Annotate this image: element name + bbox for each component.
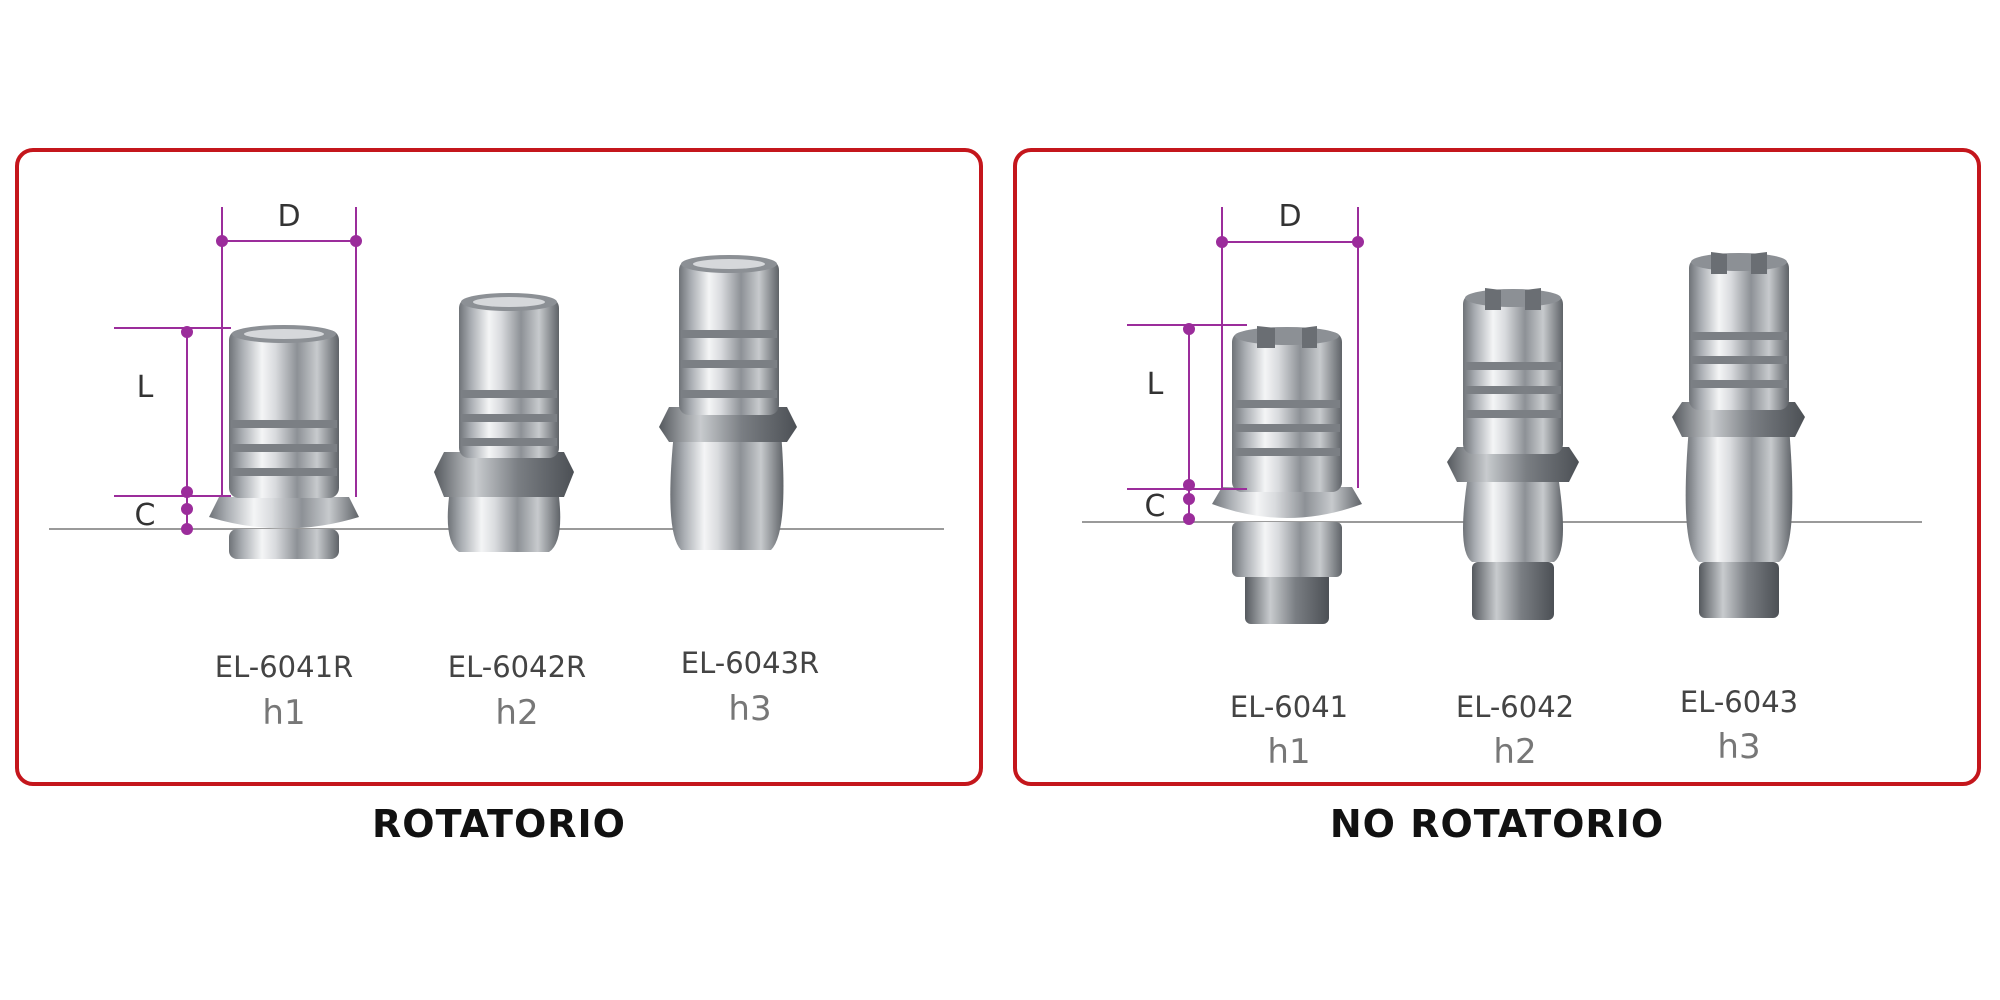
no-rotatorio-panel: D L C EL-6041 h1 EL-6042 h2 EL-6043 h3 <box>1013 148 1981 786</box>
dimension-c-label: C <box>135 498 156 533</box>
rotatorio-panel: D L C EL-6041R h1 EL-6042R h2 EL-6043R h… <box>15 148 983 786</box>
height-label-2: h2 <box>495 693 538 733</box>
height-label-3: h3 <box>728 689 771 729</box>
no-rotatorio-diagram: D L C EL-6041 h1 EL-6042 h2 EL-6043 h3 <box>1082 199 1922 772</box>
dimension-l-label: L <box>137 370 154 405</box>
dimension-lines <box>114 207 362 535</box>
height-label-1: h1 <box>262 693 305 733</box>
caption-rotatorio: ROTATORIO <box>372 802 626 846</box>
rotatorio-diagram: D L C EL-6041R h1 EL-6042R h2 EL-6043R h… <box>49 199 944 733</box>
caption-no-rotatorio: NO ROTATORIO <box>1329 802 1665 846</box>
abutment-el-6043 <box>1672 252 1805 618</box>
height-label-3: h3 <box>1717 727 1760 767</box>
product-code-3: EL-6043R <box>681 646 819 680</box>
dimension-lines <box>1127 207 1364 525</box>
abutment-el-6042r <box>434 293 574 552</box>
abutment-el-6041r <box>209 325 359 559</box>
product-code-1: EL-6041 <box>1230 690 1348 724</box>
product-code-2: EL-6042 <box>1456 690 1574 724</box>
abutment-el-6043r <box>659 255 797 550</box>
product-code-2: EL-6042R <box>448 650 586 684</box>
abutment-el-6042 <box>1447 288 1579 620</box>
dimension-d-label: D <box>1278 199 1301 234</box>
height-label-1: h1 <box>1267 732 1310 772</box>
product-code-1: EL-6041R <box>215 650 353 684</box>
product-code-3: EL-6043 <box>1680 685 1798 719</box>
dimension-l-label: L <box>1147 367 1164 402</box>
height-label-2: h2 <box>1493 732 1536 772</box>
dimension-d-label: D <box>277 199 300 234</box>
abutment-el-6041 <box>1212 326 1362 624</box>
dimension-c-label: C <box>1145 489 1166 524</box>
